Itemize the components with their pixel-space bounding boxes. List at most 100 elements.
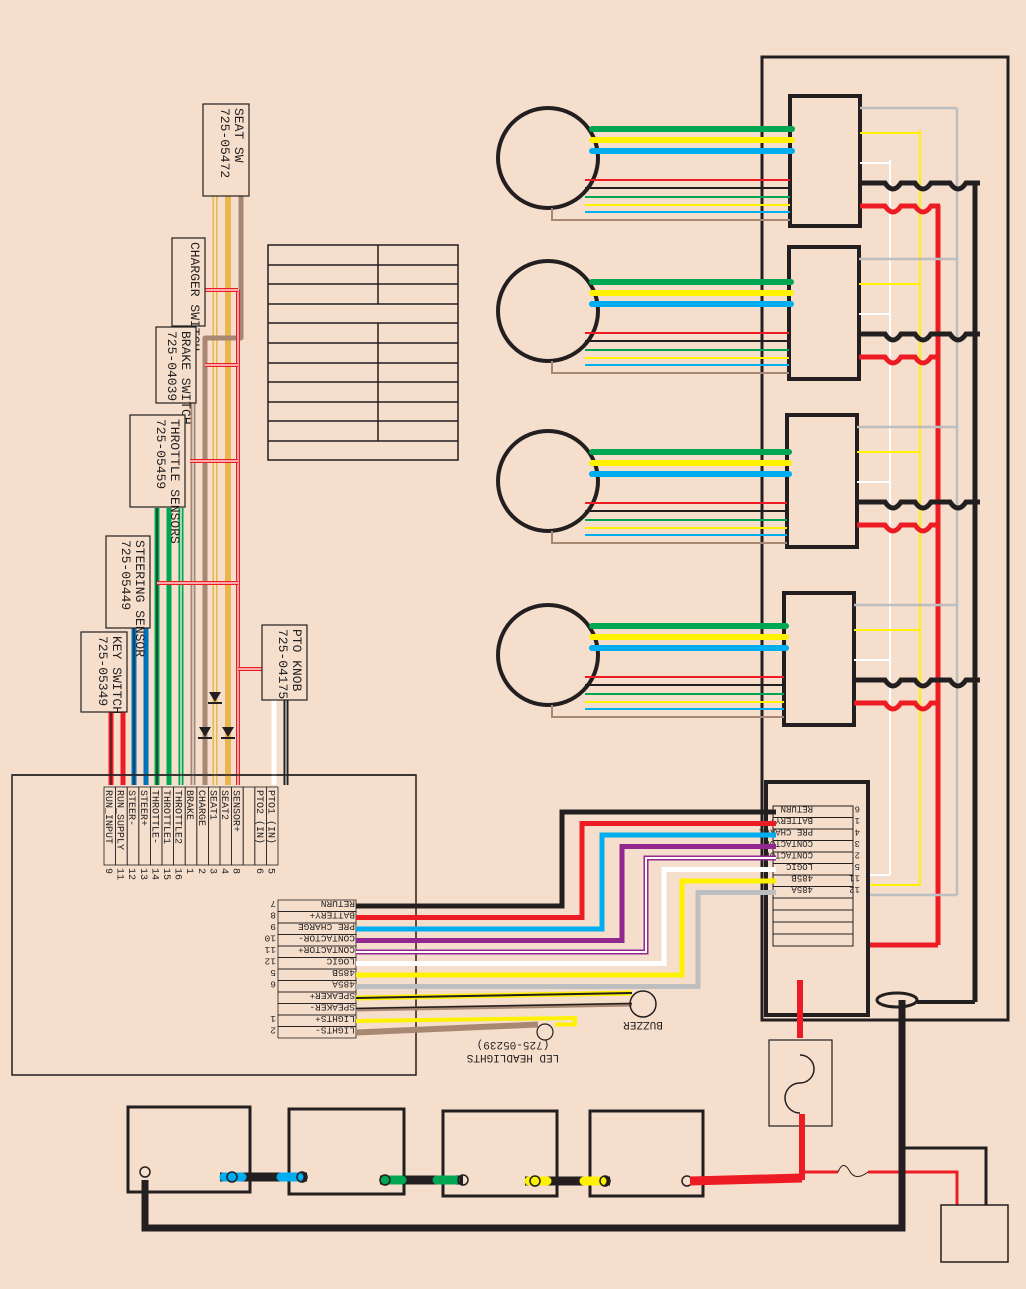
component-name: PTO KNOB — [289, 629, 304, 692]
hub-pin-cell — [772, 933, 854, 947]
inline-fuse-icon — [837, 1165, 869, 1177]
controller-pin-number: 5 — [264, 868, 275, 874]
controller-side-label: SPEAKER+ — [309, 990, 355, 1001]
controller-side-number: 6 — [270, 979, 276, 990]
motor-2 — [496, 245, 980, 381]
headlight-icon — [536, 1023, 554, 1041]
motor-icon — [496, 429, 600, 533]
legend-table-border — [267, 244, 459, 461]
controller-pin-number: 9 — [102, 868, 113, 874]
controller-pin-number: 13 — [137, 868, 148, 880]
speaker-pos-wire — [355, 992, 633, 999]
buzzer-icon — [629, 990, 657, 1018]
hub-pin-number: 1 — [855, 815, 860, 825]
controller-side-number: 2 — [270, 1025, 276, 1036]
hub-controller-box — [764, 780, 870, 1017]
controller-side-label: CONTACTOR- — [298, 933, 355, 944]
battery-terminal-icon — [529, 1175, 541, 1187]
controller-side-number: 5 — [270, 967, 276, 978]
bus-tap — [859, 354, 940, 366]
component-outline — [155, 326, 197, 404]
motor-1 — [496, 94, 980, 228]
harness-wire — [356, 890, 776, 989]
battery-terminal-icon — [457, 1174, 469, 1186]
component-part-number: 725-04039 — [164, 331, 179, 401]
hub-pin-number: 11 — [849, 873, 860, 883]
charge-wire — [202, 195, 244, 785]
hub-pin-label: RETURN — [781, 804, 813, 814]
sensor-wire — [551, 361, 789, 374]
component-part-number: 725-04175 — [275, 629, 290, 699]
hub-pin-label: 485B — [791, 873, 813, 883]
battery-2 — [287, 1107, 406, 1196]
component-outline — [105, 535, 151, 629]
component-part-number: 725-05449 — [118, 540, 133, 610]
controller-pin-number: 15 — [160, 868, 171, 880]
component-part-number: 725-05459 — [153, 419, 168, 489]
battery-terminal-icon — [379, 1174, 391, 1186]
harness-wire — [356, 878, 776, 978]
controller-pin-number: 1 — [183, 868, 194, 874]
controller-pin-label: PTO2 (IN) — [253, 790, 265, 844]
controller-pin-number: 16 — [172, 868, 183, 880]
legend-table — [267, 244, 459, 461]
hub-pin-label: CONTACTOR+ — [759, 850, 813, 860]
battery-positive-cable — [689, 1173, 803, 1186]
battery-4 — [588, 1109, 705, 1198]
controller-side-number: 10 — [264, 933, 276, 944]
hub-pin-number: 4 — [855, 827, 860, 837]
controller-side-number: 7 — [270, 898, 276, 909]
component-name: CHARGER SWITCH — [187, 242, 202, 351]
component-name: SEAT SW — [231, 108, 246, 163]
controller-pin-label: RUN_INPUT — [102, 790, 113, 844]
diode-icon — [199, 727, 211, 737]
motor-icon — [496, 603, 600, 707]
controller-side-number: 12 — [264, 956, 276, 967]
sensor-wire — [551, 208, 790, 221]
battery-terminal-icon — [139, 1166, 151, 1178]
controller-side-number: 8 — [270, 910, 276, 921]
controller-pin-label: STEER- — [125, 790, 136, 826]
controller-pin-label: CHARGE — [195, 790, 206, 826]
sensor-wire — [551, 705, 784, 718]
component-outline — [80, 631, 128, 713]
component-name: THROTTLE SENSORS — [167, 419, 182, 544]
component-outline — [171, 237, 206, 327]
component-part-number: 725-05349 — [95, 636, 110, 706]
hub-pin-number: 6 — [855, 804, 860, 814]
controller-side-label: LOGIC — [326, 956, 355, 967]
motor-4 — [496, 591, 980, 727]
component-name: STEERING SENSOR — [132, 540, 147, 657]
controller-side-label: RETURN — [321, 898, 355, 909]
controller-pin-label: SENSOR+ — [230, 790, 241, 832]
controller-side-number: 9 — [270, 921, 276, 932]
controller-side-label: 485B — [332, 967, 355, 978]
hub-pin-number: 12 — [849, 884, 860, 894]
controller-pin-number: 3 — [206, 868, 217, 874]
harness-wire — [356, 832, 776, 932]
return-wire — [559, 809, 776, 906]
controller-pin-number: 6 — [253, 868, 264, 874]
hub-pin-label: 485A — [791, 884, 813, 894]
motor-icon — [496, 106, 600, 210]
bus-tap — [854, 700, 940, 712]
controller-pin-label: THROTTLE1 — [160, 790, 171, 844]
controller-side-label: PRE_CHARGE — [298, 921, 355, 932]
motor-icon — [496, 259, 600, 363]
component-outline — [261, 624, 308, 701]
controller-side-label: LIGHTS- — [315, 1025, 355, 1036]
controller-side-label: CONTACTOR+ — [298, 944, 355, 955]
sensor-wire — [551, 531, 787, 544]
hub-pin-label: PRE_CHARGE — [759, 827, 813, 837]
charger-port-box — [940, 1204, 1009, 1263]
battery-terminal-icon — [296, 1171, 308, 1183]
controller-pin-number: 11 — [114, 868, 125, 880]
hub-pin-number: 2 — [855, 850, 860, 860]
headlight-part: (725-05239) — [477, 1038, 550, 1050]
bus-tap — [860, 203, 940, 215]
hub-pin-label: BATTERY+ — [770, 815, 813, 825]
component-outline — [129, 414, 186, 508]
